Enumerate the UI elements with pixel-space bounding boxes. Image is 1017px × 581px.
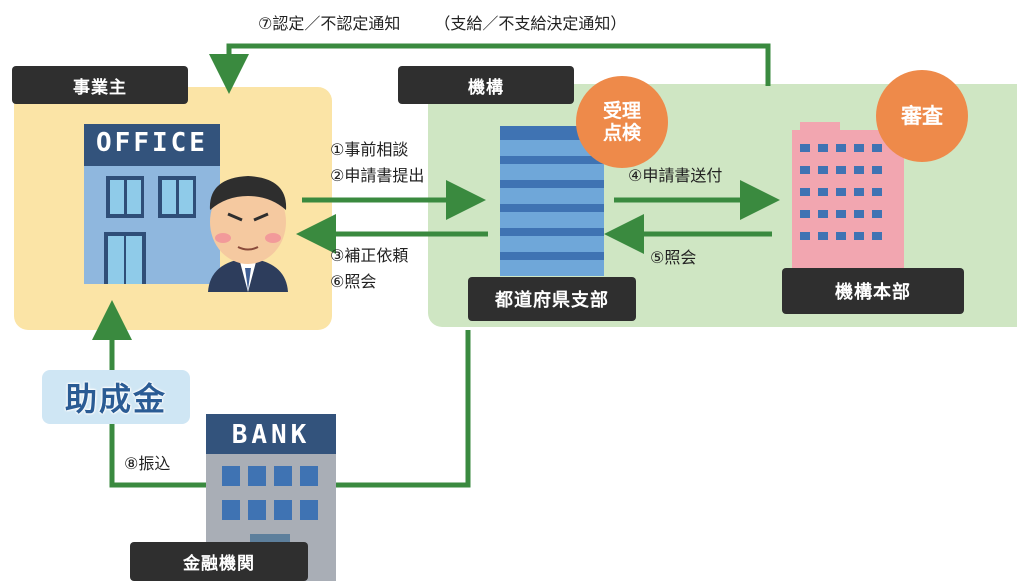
review-badge: 審査 [876,70,968,162]
office-building-icon [84,124,220,284]
agency-tag: 機構 [398,66,574,104]
notice-arrow [209,43,771,94]
subsidy-banner: 助成金 [42,370,190,424]
notice-text-1: ⑦認定／不認定通知 [258,14,401,33]
notice-label: ⑦認定／不認定通知 （支給／不支給決定通知） [258,12,626,36]
send-label: ④申請書送付 [628,166,723,185]
submit-label: ②申請書提出 [330,166,425,185]
correction-label: ③補正依頼 [330,246,409,265]
consult-label: ①事前相談 [330,140,409,159]
office-sign: OFFICE [96,128,208,158]
check-badge: 受理 点検 [576,76,668,168]
hq-tag: 機構本部 [782,268,964,314]
bank-sign: BANK [231,420,311,450]
notice-text-2: （支給／不支給決定通知） [434,14,627,33]
bank-tag: 金融機関 [130,542,308,581]
transfer-label: ⑧振込 [124,454,171,473]
inquiry-branch-label: ⑥照会 [330,272,377,291]
branch-tag: 都道府県支部 [468,277,636,321]
business-owner-icon [208,176,288,292]
hq-building-icon [792,122,904,280]
employer-tag: 事業主 [12,66,188,104]
inquiry-hq-label: ⑤照会 [650,248,697,267]
check-badge-line1: 受理 [602,100,641,122]
check-badge-line2: 点検 [602,122,641,144]
